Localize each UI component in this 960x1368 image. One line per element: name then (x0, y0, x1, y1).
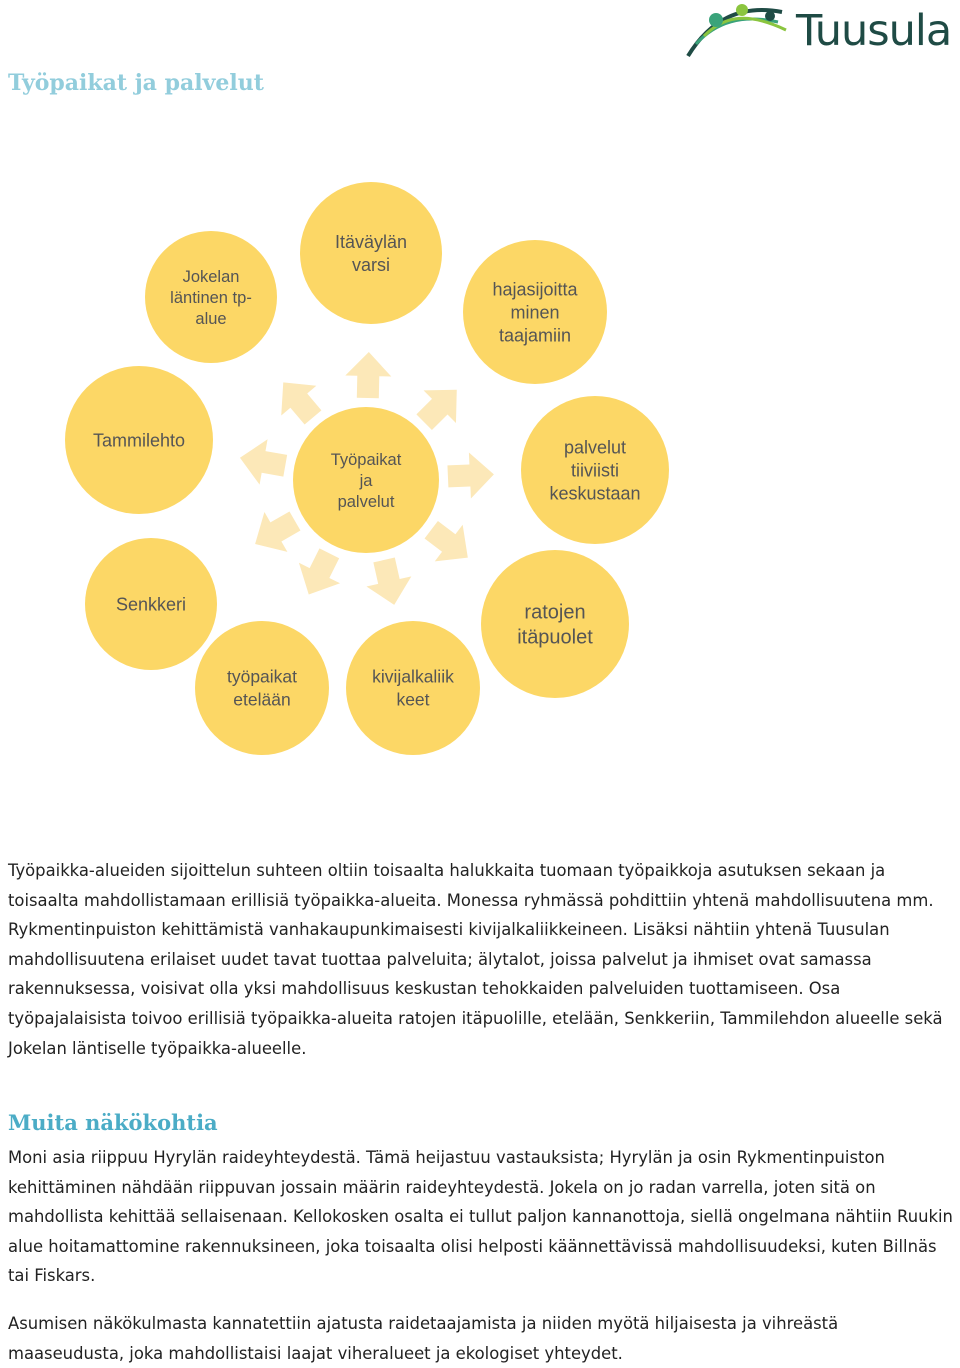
bubble-kivijalkaliikkeet-label: keet (396, 690, 429, 710)
bubble-ratojen-itapuolet-label: itäpuolet (517, 627, 593, 649)
arrow-tyopaikat-etelaan (298, 548, 341, 595)
page-title: Työpaikat ja palvelut (8, 70, 264, 96)
bubble-tyopaikat-etelaan: työpaikat etelään (195, 621, 329, 755)
arrow-ratojen-itapuolet (424, 520, 468, 562)
bubble-ratojen-itapuolet-label: ratojen (524, 602, 585, 624)
center-bubble-label: Työpaikat (331, 451, 402, 469)
bubble-hajasijoittaminen: hajasijoitta minen taajamiin (463, 240, 607, 384)
bubble-jokelan: Jokelan läntinen tp-alue (145, 231, 277, 363)
center-bubble: Työpaikat ja palvelut (293, 407, 439, 553)
bubble-itavaylan-label: varsi (352, 255, 390, 275)
bubble-hajasijoittaminen-label: hajasijoitta (492, 279, 578, 299)
section-title-muita: Muita näkökohtia (8, 1110, 218, 1135)
arrow-palvelut-tiiviisti (447, 452, 494, 499)
bubble-palvelut-tiiviisti-circle (521, 396, 669, 544)
bubble-tammilehto-label: Tammilehto (93, 430, 185, 450)
center-bubble-label: palvelut (338, 493, 395, 511)
cycle-diagram: Työpaikat ja palvelut Itäväylän varsi hajasij… (65, 182, 669, 755)
bubble-tammilehto-circle (65, 366, 213, 514)
paragraph-raideyhteys: Moni asia riippuu Hyrylän raideyhteydest… (8, 1148, 953, 1286)
bubble-palvelut-tiiviisti-label: palvelut (564, 437, 626, 457)
bubble-senkkeri-label: Senkkeri (116, 594, 186, 614)
bubble-itavaylan-circle (300, 182, 442, 324)
bubble-jokelan-label: läntinen tp- (170, 289, 252, 307)
bubble-jokelan-label: alue (195, 310, 226, 328)
bubble-palvelut-tiiviisti: palvelut tiiviisti keskustaan (521, 396, 669, 544)
bubble-tyopaikat-etelaan-circle (195, 621, 329, 755)
arrow-itavaylan (345, 352, 392, 399)
logo-text: Tuusula (796, 6, 952, 56)
bubble-tyopaikat-etelaan-label: työpaikat (227, 667, 297, 687)
bubble-itavaylan: Itäväylän varsi (300, 182, 442, 324)
bubble-hajasijoittaminen-label: taajamiin (499, 325, 571, 345)
bubble-tyopaikat-etelaan-label: etelään (233, 690, 290, 710)
bubble-jokelan-circle (145, 231, 277, 363)
bubble-itavaylan-label: Itäväylän (335, 232, 407, 252)
arrow-tammilehto (239, 439, 288, 485)
bubble-kivijalkaliikkeet-label: kivijalkaliik (372, 667, 454, 687)
paragraph-asuminen: Asumisen näkökulmasta kannatettiin ajatu… (8, 1314, 839, 1363)
center-bubble-label: ja (359, 472, 374, 490)
bubble-senkkeri-circle (85, 538, 217, 670)
bubble-palvelut-tiiviisti-label: keskustaan (549, 483, 640, 503)
bubble-ratojen-itapuolet-circle (481, 550, 629, 698)
bubble-kivijalkaliikkeet: kivijalkaliik keet (346, 621, 480, 755)
tuusula-logo-mark (686, 4, 787, 58)
bubble-senkkeri: Senkkeri (85, 538, 217, 670)
arrow-kivijalkaliikkeet (366, 557, 412, 605)
arrow-hajasijoittaminen (416, 389, 457, 430)
bubble-jokelan-label: Jokelan (183, 268, 240, 286)
bubble-kivijalkaliikkeet-circle (346, 621, 480, 755)
arrow-jokelan (281, 382, 322, 425)
bubble-tammilehto: Tammilehto (65, 366, 213, 514)
center-bubble-circle (293, 407, 439, 553)
paragraph-tyopaikka-alueet: Työpaikka-alueiden sijoittelun suhteen o… (8, 861, 943, 1058)
bubble-palvelut-tiiviisti-label: tiiviisti (571, 460, 619, 480)
bubble-hajasijoittaminen-circle (463, 240, 607, 384)
bubble-ratojen-itapuolet: ratojen itäpuolet (481, 550, 629, 698)
bubble-hajasijoittaminen-label: minen (510, 302, 559, 322)
arrow-senkkeri (255, 511, 301, 552)
